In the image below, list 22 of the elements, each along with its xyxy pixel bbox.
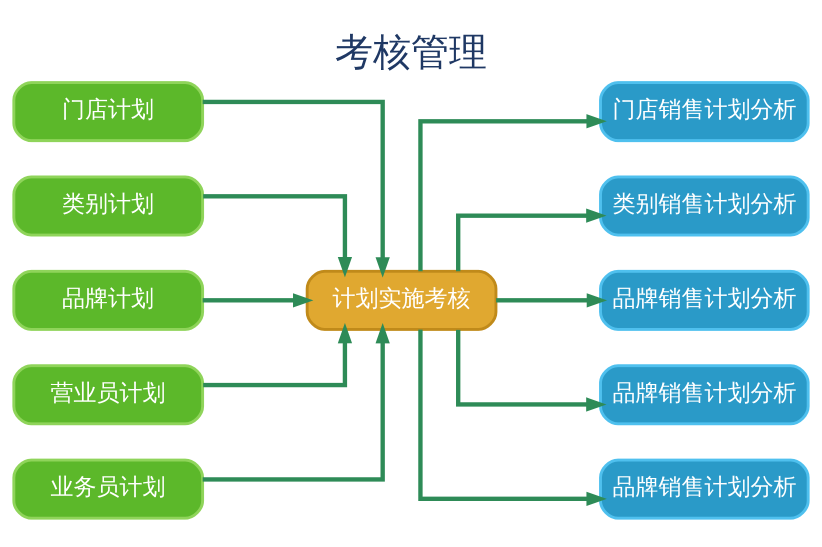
arrow bbox=[202, 322, 390, 482]
node-box: 门店计划 bbox=[12, 81, 204, 142]
node-box: 品牌销售计划分析 bbox=[599, 364, 810, 426]
node-box: 门店销售计划分析 bbox=[599, 81, 810, 142]
node-box: 业务员计划 bbox=[12, 458, 204, 520]
node-box: 品牌销售计划分析 bbox=[599, 458, 810, 520]
node-box: 品牌销售计划分析 bbox=[599, 270, 810, 331]
arrow bbox=[202, 100, 390, 278]
diagram-title: 考核管理 bbox=[335, 30, 487, 74]
node-box: 类别销售计划分析 bbox=[599, 175, 810, 236]
arrow bbox=[418, 330, 607, 506]
node-box: 品牌计划 bbox=[12, 270, 204, 331]
node-box: 类别计划 bbox=[12, 175, 204, 236]
arrow bbox=[203, 322, 352, 388]
node-box: 营业员计划 bbox=[12, 364, 204, 426]
node-box: 计划实施考核 bbox=[306, 270, 498, 331]
arrow bbox=[496, 293, 608, 308]
arrow bbox=[456, 330, 607, 412]
arrow bbox=[203, 194, 352, 278]
arrow bbox=[418, 114, 607, 272]
arrow bbox=[202, 293, 314, 308]
arrow bbox=[456, 208, 607, 272]
